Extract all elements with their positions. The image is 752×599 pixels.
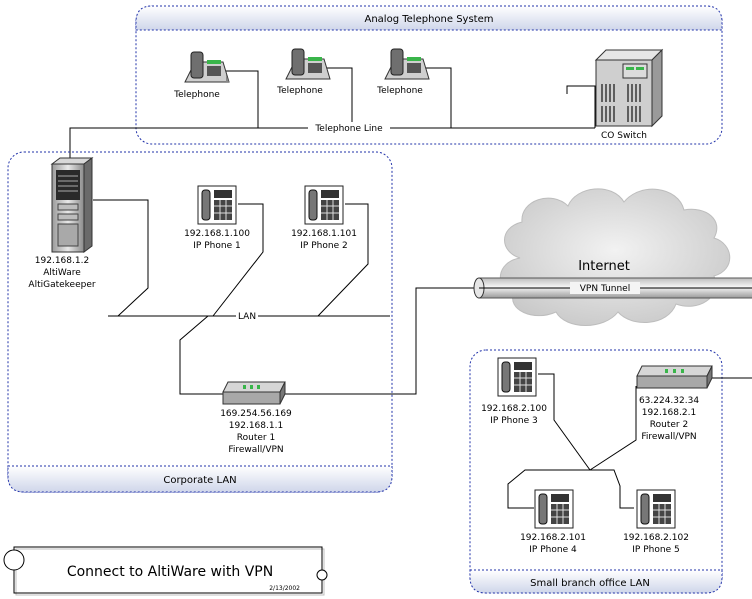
analog-system-title: Analog Telephone System	[365, 14, 494, 25]
caption-box-frame	[13, 546, 323, 594]
ipphone5-ip: 192.168.2.102	[623, 533, 689, 543]
telephone-1-label: Telephone	[173, 90, 220, 100]
internet-label: Internet	[578, 259, 630, 274]
router1-role: Firewall/VPN	[228, 445, 283, 455]
telephone-line-label: Telephone Line	[314, 124, 383, 134]
server-name-1: AltiWare	[43, 268, 81, 278]
server-icon	[50, 157, 94, 253]
router1-internet-wire	[285, 287, 478, 395]
corporate-lan-group: Corporate LAN LAN 192.168.1.2 AltiWare A…	[7, 151, 478, 493]
ipphone2-lan-wire	[317, 203, 369, 317]
server-name-2: AltiGatekeeper	[28, 280, 95, 290]
ipphone4-name: IP Phone 4	[529, 545, 577, 555]
router2-name: Router 2	[650, 420, 688, 430]
branch-lan-boundary	[469, 349, 723, 594]
router1-name: Router 1	[237, 433, 275, 443]
ipphone5-wire	[590, 469, 634, 509]
ipphone1-ip: 192.168.1.100	[184, 229, 250, 239]
ipphone1-name: IP Phone 1	[193, 241, 240, 251]
telephone-icon	[285, 48, 331, 80]
ipphone5-name: IP Phone 5	[632, 545, 679, 555]
caption-title: Connect to AltiWare with VPN	[67, 564, 273, 580]
server-lan-wire	[93, 199, 149, 317]
co-switch-wire	[566, 85, 596, 128]
ip-phone-icon	[636, 489, 676, 529]
telephone-icon	[384, 48, 430, 80]
corporate-lan-title: Corporate LAN	[163, 475, 236, 486]
ipphone4-ip: 192.168.2.101	[520, 533, 586, 543]
router2-role: Firewall/VPN	[641, 432, 696, 442]
ipphone2-name: IP Phone 2	[300, 241, 347, 251]
telephone-3-label: Telephone	[376, 86, 423, 96]
ip-phone-icon	[497, 357, 537, 397]
branch-lan-group: Small branch office LAN 192.168.2.100 IP…	[469, 349, 752, 594]
ipphone4-wire	[507, 469, 590, 509]
telephone-line-wire	[69, 127, 595, 158]
router2-ip-2: 192.168.2.1	[642, 408, 696, 418]
analog-telephone-system-group: Analog Telephone System Telephone Line T…	[69, 5, 723, 158]
telephone-2-label: Telephone	[276, 86, 323, 96]
branch-lan-title: Small branch office LAN	[530, 578, 650, 589]
ip-phone-icon	[197, 185, 237, 225]
ipphone3-name: IP Phone 3	[490, 416, 537, 426]
co-switch-label: CO Switch	[601, 131, 647, 141]
analog-system-titlebar	[135, 5, 723, 31]
ipphone3-wire	[538, 373, 591, 471]
telephone-line-label-bg	[308, 122, 390, 134]
router1-lan-wire	[179, 315, 228, 395]
internet-cloud-icon	[499, 188, 731, 326]
server-ip: 192.168.1.2	[35, 256, 89, 266]
router-icon	[222, 381, 286, 405]
router1-ip-2: 192.168.1.1	[229, 421, 283, 431]
router2-ip-1: 63.224.32.34	[639, 396, 699, 406]
ip-phone-icon	[534, 489, 574, 529]
vpn-tunnel-label: VPN Tunnel	[580, 284, 630, 294]
telephone-2-wire	[327, 67, 353, 128]
caption-left-ring-icon	[3, 549, 25, 571]
lan-label-bg	[236, 310, 258, 322]
ipphone1-lan-wire	[212, 203, 264, 317]
telephone-3-wire	[426, 67, 452, 128]
ipphone3-ip: 192.168.2.100	[481, 404, 547, 414]
caption-box: Connect to AltiWare with VPN 2/13/2002	[3, 546, 328, 596]
telephone-icon	[184, 51, 230, 83]
corporate-lan-titlebar	[7, 465, 393, 493]
vpn-tunnel-label-bg	[570, 282, 640, 294]
caption-right-ring-icon	[316, 569, 328, 581]
branch-backbone	[589, 386, 637, 471]
internet-group: Internet VPN Tunnel	[473, 188, 752, 326]
branch-lan-titlebar	[469, 569, 723, 594]
router1-ip-1: 169.254.56.169	[220, 409, 292, 419]
co-switch-icon	[594, 48, 664, 128]
ipphone2-ip: 192.168.1.101	[291, 229, 357, 239]
router-icon	[636, 365, 713, 389]
lan-label: LAN	[238, 312, 256, 322]
caption-date: 2/13/2002	[269, 585, 300, 592]
ip-phone-icon	[304, 185, 344, 225]
telephone-1-wire	[226, 70, 259, 128]
